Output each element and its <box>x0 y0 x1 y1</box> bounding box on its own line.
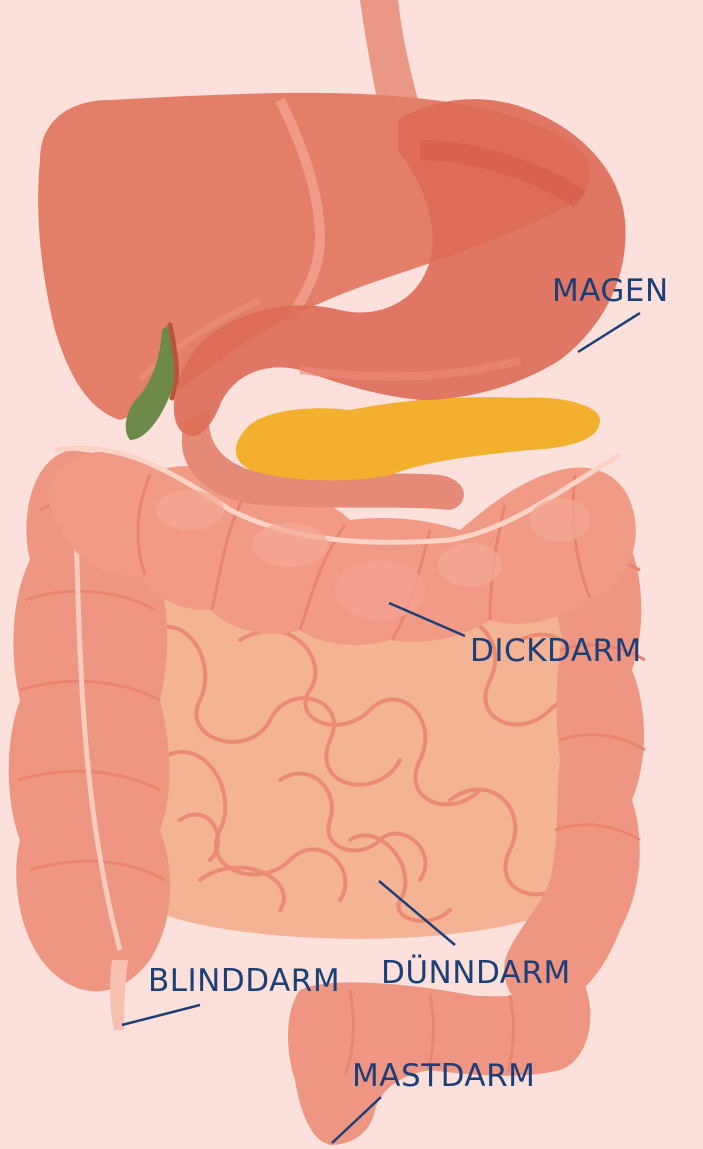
label-duenndarm: DÜNNDARM <box>381 958 571 989</box>
leader-line-blinddarm <box>122 1005 200 1025</box>
pancreas <box>236 397 600 480</box>
appendix <box>110 960 128 1030</box>
label-blinddarm: BLINDDARM <box>148 966 340 997</box>
label-dickdarm: DICKDARM <box>470 636 642 667</box>
label-mastdarm: MASTDARM <box>352 1061 535 1092</box>
label-magen: MAGEN <box>552 276 669 307</box>
